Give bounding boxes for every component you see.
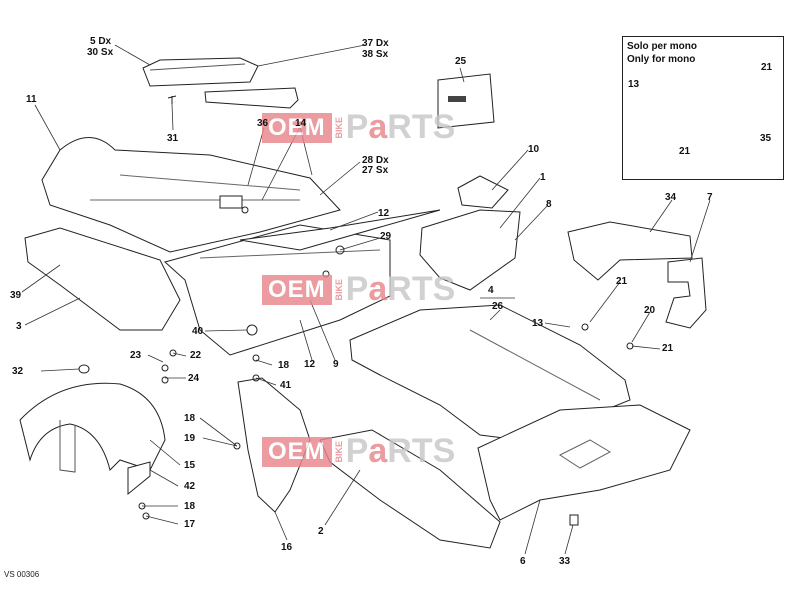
- watermark-bike: BIKE: [333, 278, 344, 301]
- watermark-oem: OEM: [262, 436, 332, 467]
- label-31: 31: [167, 133, 179, 144]
- label-13: 13: [532, 318, 544, 329]
- part-bracket-42: [127, 461, 151, 496]
- watermark-bike: BIKE: [333, 116, 344, 139]
- part-bellypan-6: [477, 404, 691, 521]
- watermark-middle: OEM BIKE PaRTS: [262, 270, 455, 309]
- label-15: 15: [184, 460, 196, 471]
- watermark-parts: PaRTS: [345, 108, 456, 146]
- label-30sx: 30 Sx: [87, 47, 114, 58]
- label-5dx: 5 Dx: [90, 36, 112, 47]
- label-33: 33: [559, 556, 571, 567]
- label-39: 39: [10, 290, 22, 301]
- inset-label-21b: 21: [761, 62, 773, 73]
- inset-label-35: 35: [760, 133, 772, 144]
- label-12b: 12: [304, 359, 316, 370]
- label-32: 32: [12, 366, 24, 377]
- label-14: 14: [295, 118, 307, 129]
- leader-lines: [21, 44, 711, 555]
- watermark-parts: PaRTS: [345, 432, 456, 470]
- label-6: 6: [520, 556, 526, 567]
- label-21b: 21: [662, 343, 674, 354]
- label-28dx: 28 Dx: [362, 155, 389, 166]
- part-panel-2: [319, 429, 501, 549]
- part-bracket-34: [567, 221, 693, 281]
- watermark-parts: PaRTS: [345, 270, 456, 308]
- label-41: 41: [280, 380, 292, 391]
- label-36: 36: [257, 118, 269, 129]
- label-3: 3: [16, 321, 22, 332]
- label-34: 34: [665, 192, 677, 203]
- drawing-code: VS 00306: [4, 570, 40, 579]
- label-1: 1: [540, 172, 546, 183]
- label-16: 16: [281, 542, 293, 553]
- watermark-bike: BIKE: [333, 440, 344, 463]
- label-2: 2: [318, 526, 324, 537]
- label-37dx: 37 Dx: [362, 38, 389, 49]
- label-40: 40: [192, 326, 204, 337]
- label-42: 42: [184, 481, 196, 492]
- label-21a: 21: [616, 276, 628, 287]
- part-bracket-7: [665, 257, 707, 329]
- inset-label-13: 13: [628, 79, 640, 90]
- label-22: 22: [190, 350, 202, 361]
- watermark-oem: OEM: [262, 274, 332, 305]
- label-20: 20: [644, 305, 656, 316]
- label-17: 17: [184, 519, 196, 530]
- watermark-oem: OEM: [262, 112, 332, 143]
- label-18a: 18: [278, 360, 290, 371]
- label-9: 9: [333, 359, 339, 370]
- label-7: 7: [707, 192, 713, 203]
- part-screw-31: [167, 95, 177, 104]
- part-fairing-11: [41, 137, 341, 253]
- part-clip-32: [78, 364, 90, 374]
- inset-label-21a: 21: [679, 146, 691, 157]
- label-23: 23: [130, 350, 142, 361]
- inset-title-it: Solo per mono: [627, 41, 697, 52]
- watermark-top: OEM BIKE PaRTS: [262, 108, 455, 147]
- label-24: 24: [188, 373, 200, 384]
- part-panel-10: [457, 175, 509, 209]
- part-mudguard-15: [19, 382, 166, 471]
- label-19: 19: [184, 433, 196, 444]
- label-26: 26: [492, 301, 504, 312]
- watermark-bottom: OEM BIKE PaRTS: [262, 432, 455, 471]
- label-27sx: 27 Sx: [362, 165, 389, 176]
- part-bracket-12: [239, 209, 441, 251]
- label-29: 29: [380, 231, 392, 242]
- label-10: 10: [528, 144, 540, 155]
- part-cover-5-30: [142, 57, 259, 87]
- label-12a: 12: [378, 208, 390, 219]
- label-18c: 18: [184, 501, 196, 512]
- part-strip-37-38: [204, 87, 299, 109]
- label-25: 25: [455, 56, 467, 67]
- label-38sx: 38 Sx: [362, 49, 389, 60]
- label-8: 8: [546, 199, 552, 210]
- label-11: 11: [26, 94, 37, 105]
- inset-title-en: Only for mono: [627, 54, 696, 65]
- label-4: 4: [488, 285, 494, 296]
- mono-seat-inset: Solo per mono Only for mono: [622, 36, 784, 180]
- part-panel-1-8: [419, 209, 521, 291]
- label-18b: 18: [184, 413, 196, 424]
- part-panel-3: [24, 227, 181, 331]
